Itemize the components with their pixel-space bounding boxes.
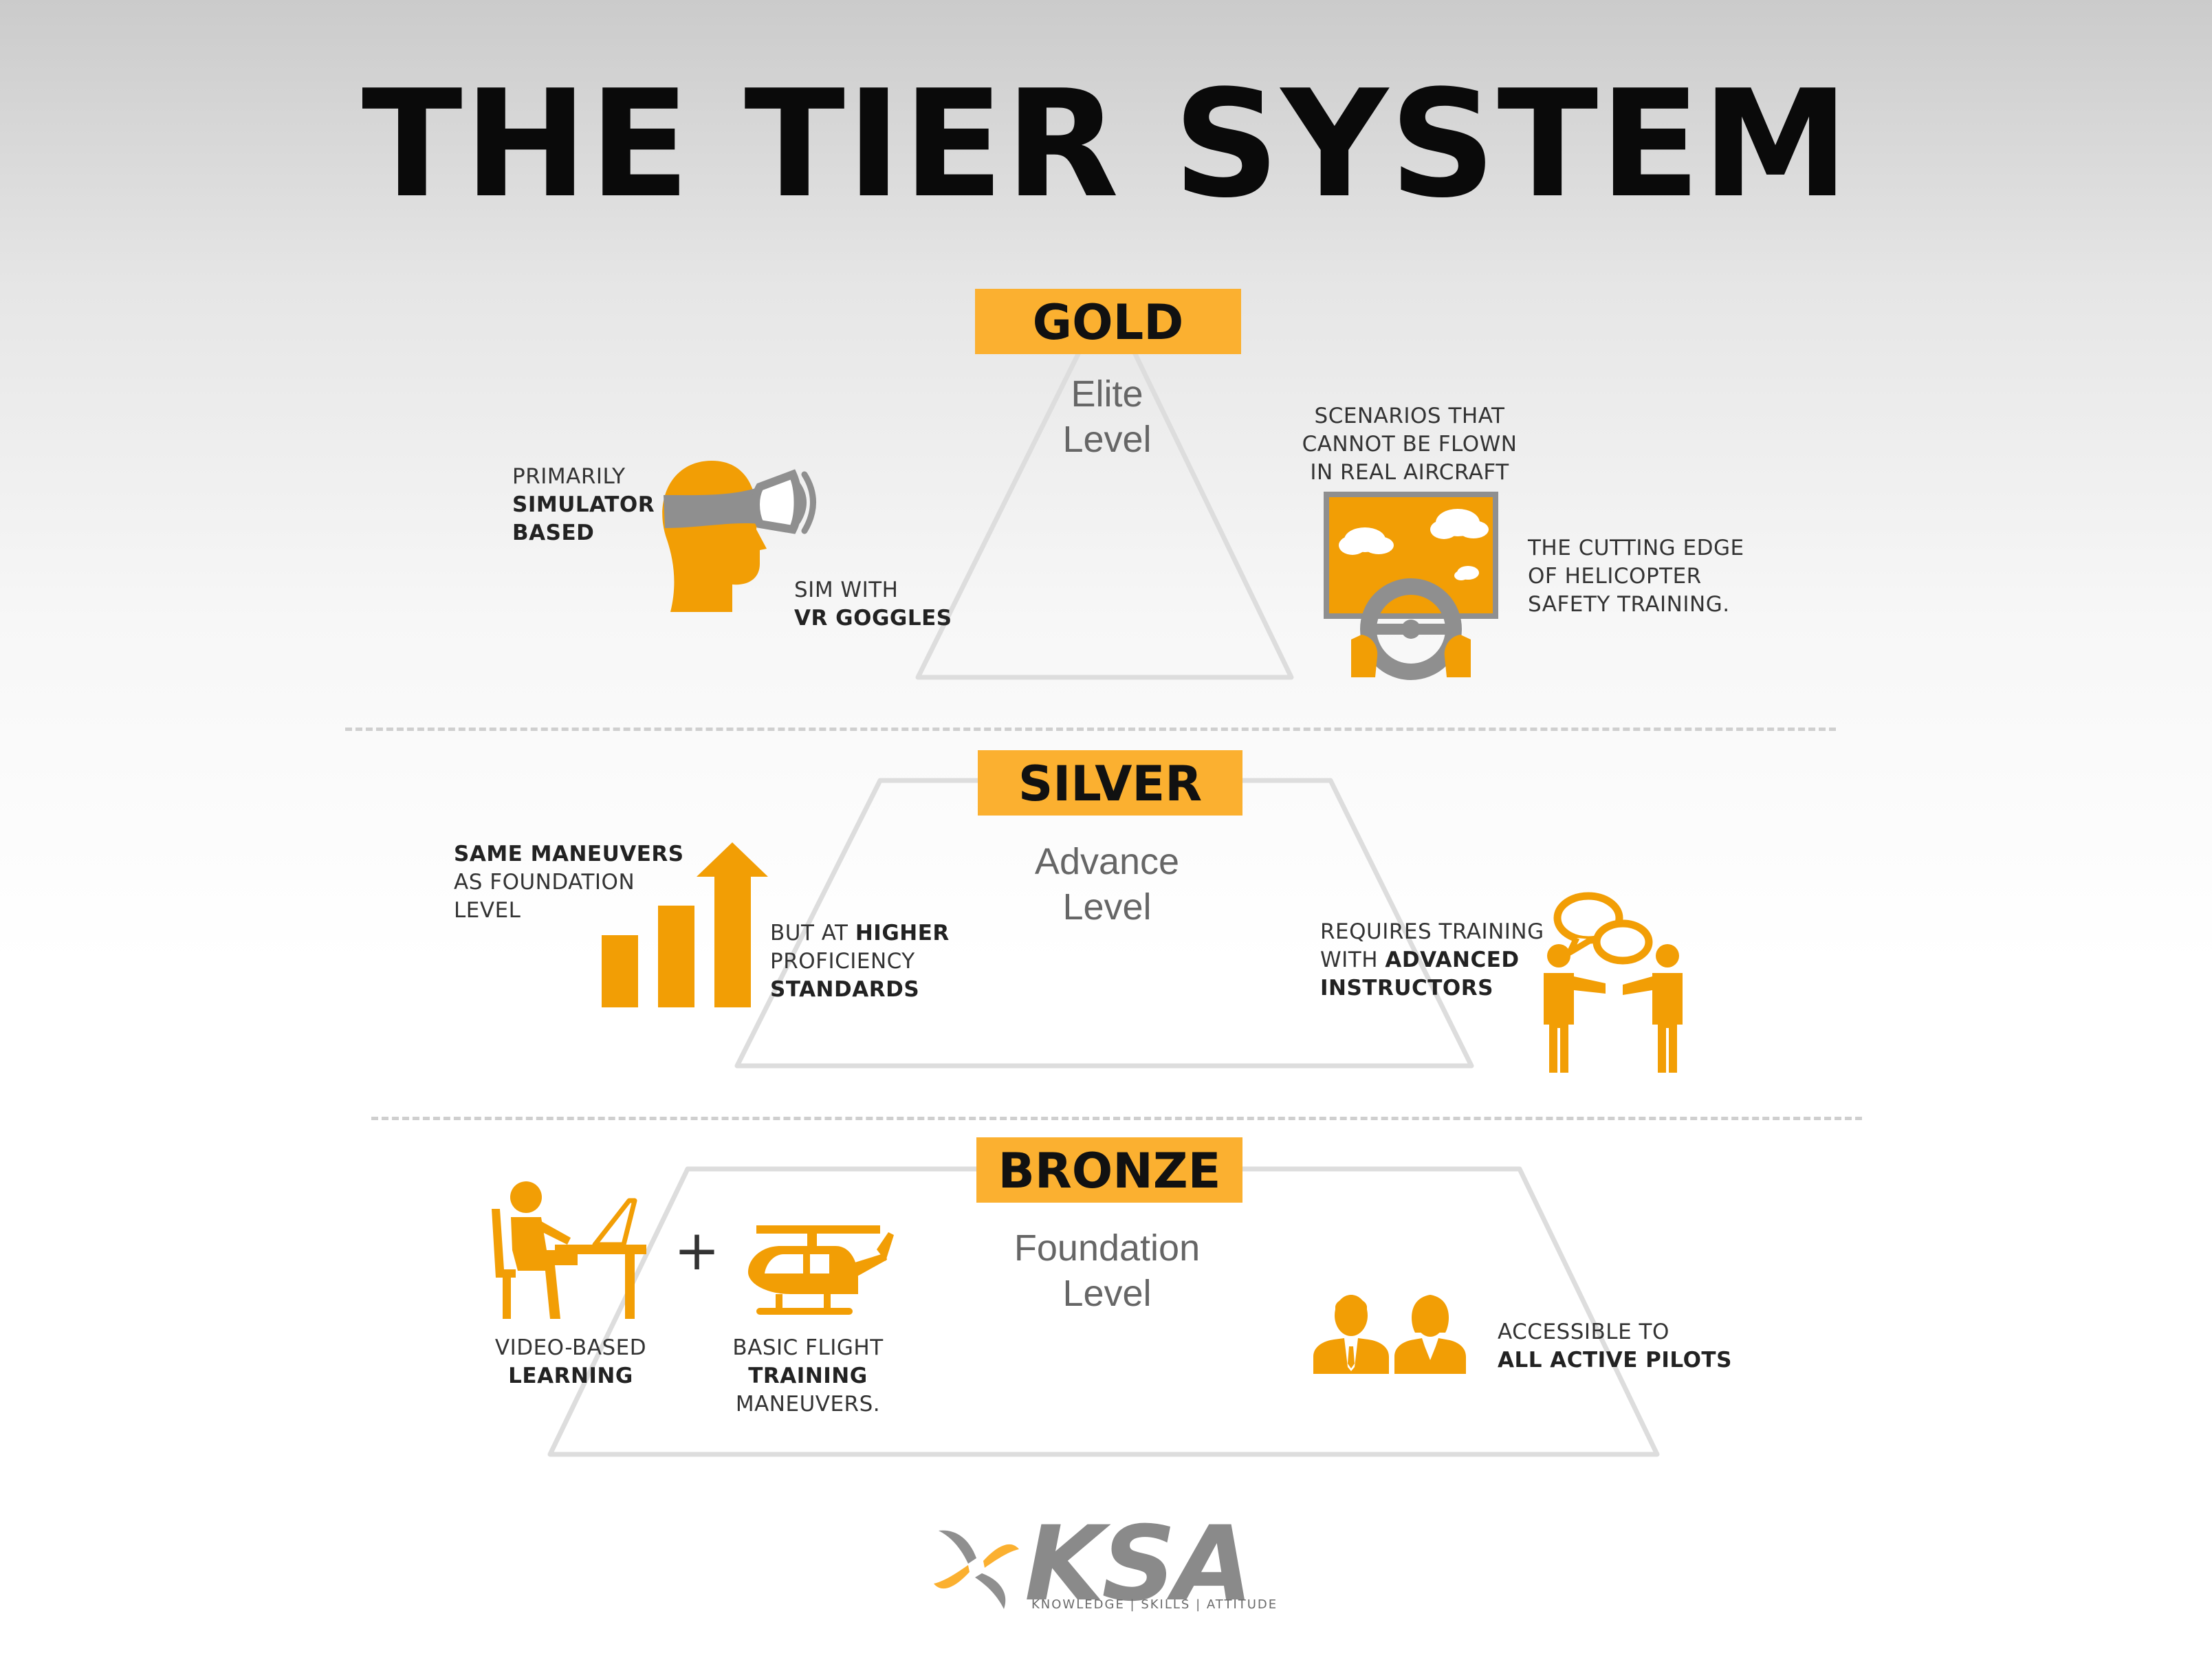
gold-badge: GOLD	[975, 289, 1241, 354]
helicopter-icon	[748, 1225, 894, 1315]
gold-right-caption: THE CUTTING EDGE OF HELICOPTER SAFETY TR…	[1528, 536, 1744, 617]
desk-learner-icon	[492, 1181, 646, 1319]
gold-icon-caption: SIM WITH VR GOGGLES	[794, 578, 952, 631]
silver-left-caption: SAME MANEUVERS AS FOUNDATION LEVEL	[454, 842, 684, 923]
silver-badge: SILVER	[978, 750, 1242, 816]
page-title: THE TIER SYSTEM	[361, 58, 1851, 230]
simulator-screen-icon	[1324, 492, 1498, 680]
video-caption: VIDEO-BASED LEARNING	[494, 1335, 647, 1388]
silver-level-label: Advance Level	[1034, 841, 1180, 928]
plus-sign: +	[674, 1218, 721, 1282]
divider-silver-bronze	[371, 1117, 1862, 1120]
gold-triangle-outline	[915, 293, 1294, 680]
flight-caption: BASIC FLIGHT TRAINING MANEUVERS.	[732, 1335, 884, 1417]
ksa-logo-mark	[934, 1530, 1019, 1609]
ksa-logo-tagline: KNOWLEDGE | SKILLS | ATTITUDE	[1031, 1597, 1278, 1612]
divider-gold-silver	[345, 728, 1836, 731]
gold-left-caption: PRIMARILY SIMULATOR BASED	[512, 464, 655, 545]
instructors-talking-icon	[1544, 892, 1683, 1073]
vr-headset-icon	[662, 461, 816, 612]
pilots-caption: ACCESSIBLE TO ALL ACTIVE PILOTS	[1498, 1320, 1732, 1373]
growth-chart-icon	[602, 842, 768, 1007]
silver-right-caption: REQUIRES TRAINING WITH ADVANCED INSTRUCT…	[1320, 919, 1544, 1001]
gold-right-top-caption: SCENARIOS THAT CANNOT BE FLOWN IN REAL A…	[1302, 404, 1518, 485]
bronze-level-label: Foundation Level	[1014, 1227, 1201, 1314]
bronze-badge: BRONZE	[976, 1137, 1242, 1203]
gold-level-label: Elite Level	[1062, 373, 1152, 460]
silver-mid-caption: BUT AT HIGHER PROFICIENCY STANDARDS	[770, 921, 950, 1002]
ksa-logo-word: KSA	[1025, 1505, 1253, 1624]
pilots-icon	[1313, 1295, 1466, 1374]
